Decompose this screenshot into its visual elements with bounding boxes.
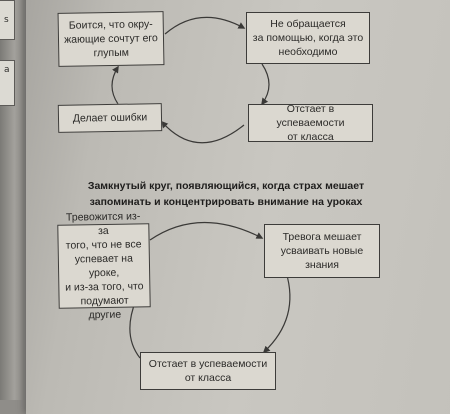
adjacent-page-text: a <box>4 65 10 75</box>
arrow-top-left-to-top-right <box>164 16 246 35</box>
arrow-right-to-bottom <box>262 271 291 354</box>
arrow-left-to-right <box>149 221 264 241</box>
arrow-bottom-left-to-top-left <box>111 65 119 105</box>
diagram-caption: Замкнутый круг, появляющийся, когда стра… <box>87 180 365 208</box>
cycle-arrows <box>111 16 291 359</box>
anxiety-effect-box: Тревога мешает усваивать новые знания <box>264 224 380 278</box>
bottom-right-result-box: Отстает в успеваемости от класса <box>248 103 373 143</box>
top-left-cause-box: Боится, что окру- жающие сочтут его глуп… <box>57 11 165 67</box>
bottom-left-mistakes-box: Делает ошибки <box>57 103 163 133</box>
arrow-bottom-right-to-bottom-left <box>160 120 245 144</box>
adjacent-page-box: s <box>0 0 15 40</box>
adjacent-page-box: a <box>0 60 15 106</box>
top-right-effect-box: Не обращается за помощью, когда это необ… <box>246 12 370 64</box>
adjacent-page-text: s <box>4 15 9 25</box>
anxiety-box: Тревожится из-за того, что не все успева… <box>57 210 151 321</box>
book-page <box>26 0 450 414</box>
arrow-top-right-to-bottom-right <box>261 63 270 106</box>
falling-behind-box: Отстает в успеваемости от класса <box>140 352 276 390</box>
adjacent-page-edge: s a <box>0 0 24 400</box>
